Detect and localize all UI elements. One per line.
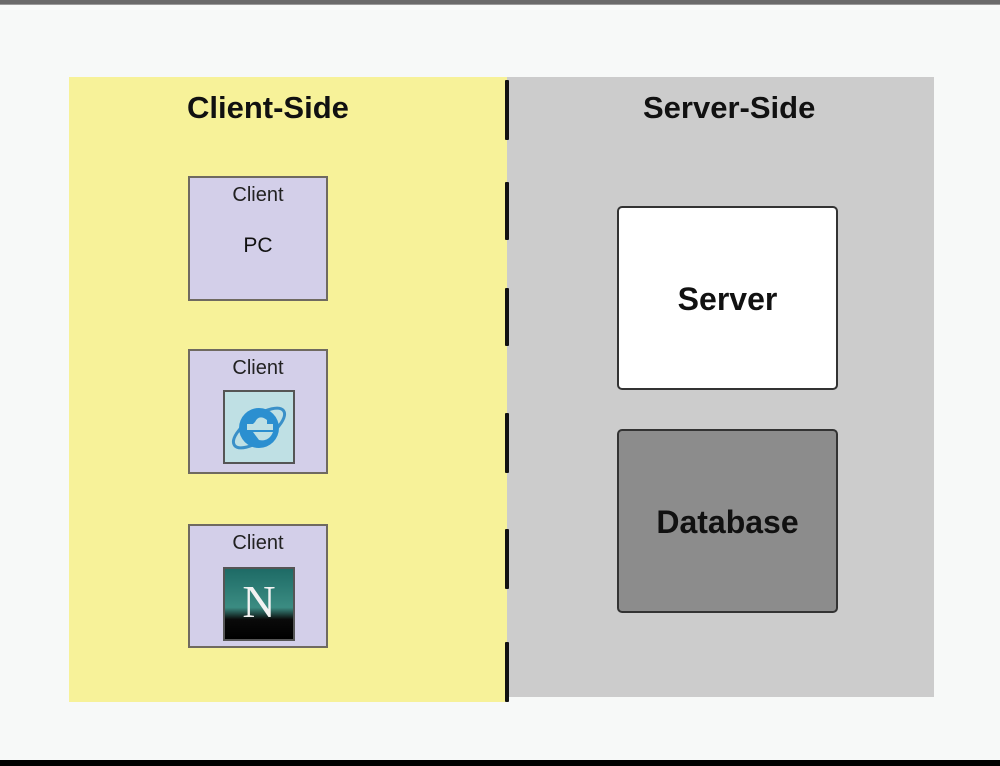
client-label: Client: [232, 357, 284, 379]
divider-segment: [505, 529, 509, 589]
divider-segment: [505, 182, 509, 240]
server-box: Server: [617, 206, 838, 390]
netscape-navigator-icon: N: [223, 567, 295, 641]
client-side-title: Client-Side: [187, 90, 349, 125]
svg-text:N: N: [242, 576, 275, 627]
divider-segment: [505, 413, 509, 473]
pc-label: PC: [243, 234, 273, 257]
divider-segment: [505, 80, 509, 140]
client-label: Client: [232, 184, 284, 206]
server-label: Server: [677, 281, 778, 317]
bottom-border: [0, 760, 1000, 766]
client-netscape-box: Client N: [188, 524, 328, 648]
client-label: Client: [232, 532, 284, 554]
client-pc-box: Client PC: [188, 176, 328, 301]
client-ie-box: Client: [188, 349, 328, 474]
server-side-title: Server-Side: [643, 90, 816, 125]
top-border: [0, 0, 1000, 5]
internet-explorer-icon: [223, 390, 295, 464]
divider-segment: [505, 288, 509, 346]
divider-segment: [505, 642, 509, 702]
database-box: Database: [617, 429, 838, 613]
database-label: Database: [656, 504, 799, 540]
